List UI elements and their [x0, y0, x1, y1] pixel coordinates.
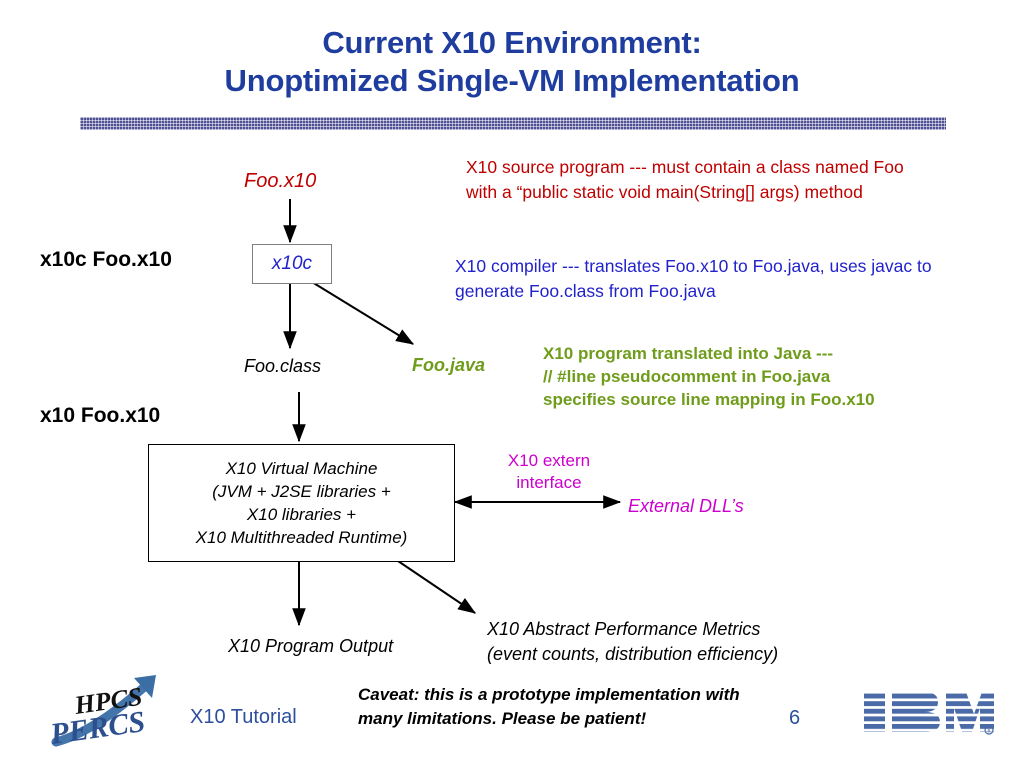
logo-text-percs: PERCS — [47, 705, 147, 751]
label-external-dlls: External DLL’s — [628, 496, 744, 516]
label-java-file: Foo.java — [412, 355, 486, 375]
command-label-compile: x10c Foo.x10 — [40, 248, 172, 271]
label-class-file: Foo.class — [244, 356, 322, 376]
note-source-program: X10 source program --- must contain a cl… — [466, 157, 904, 202]
note-x10-compiler: X10 compiler --- translates Foo.x10 to F… — [455, 256, 932, 301]
title-line-2: Unoptimized Single-VM Implementation — [224, 63, 800, 98]
hpcs-percs-logo: HPCS PERCS — [47, 675, 156, 751]
ibm-registered-mark — [984, 725, 994, 735]
logo-arrow-shaft — [51, 677, 155, 747]
label-source-file: Foo.x10 — [244, 170, 317, 192]
box-x10-virtual-machine: X10 Virtual Machine (JVM + J2SE librarie… — [148, 444, 455, 562]
logo-arrow-head — [134, 675, 156, 698]
footer-tutorial-label: X10 Tutorial — [190, 706, 297, 728]
label-program-output: X10 Program Output — [228, 636, 394, 656]
arrow-vm-to-metrics — [397, 560, 476, 614]
note-translated-java: X10 program translated into Java --- // … — [543, 344, 875, 409]
box-x10c-label: x10c — [271, 253, 313, 274]
footer-page-number: 6 — [789, 707, 801, 729]
title-divider-rule — [80, 117, 946, 130]
box-x10c-compiler: x10c — [252, 244, 332, 284]
ibm-registered-glyph: R — [987, 730, 991, 735]
arrow-compiler-to-java — [311, 281, 415, 345]
command-label-run: x10 Foo.x10 — [40, 404, 161, 427]
title-line-1: Current X10 Environment: — [322, 25, 702, 60]
page-title: Current X10 Environment: Unoptimized Sin… — [0, 24, 1024, 100]
ibm-logo-letters — [864, 692, 994, 732]
label-extern-interface: X10 extern interface — [507, 451, 591, 492]
box-vm-label: X10 Virtual Machine (JVM + J2SE librarie… — [195, 459, 408, 547]
label-performance-metrics: X10 Abstract Performance Metrics (event … — [487, 619, 779, 664]
footer-caveat-text: Caveat: this is a prototype implementati… — [358, 685, 740, 728]
ibm-logo: R — [864, 692, 994, 735]
